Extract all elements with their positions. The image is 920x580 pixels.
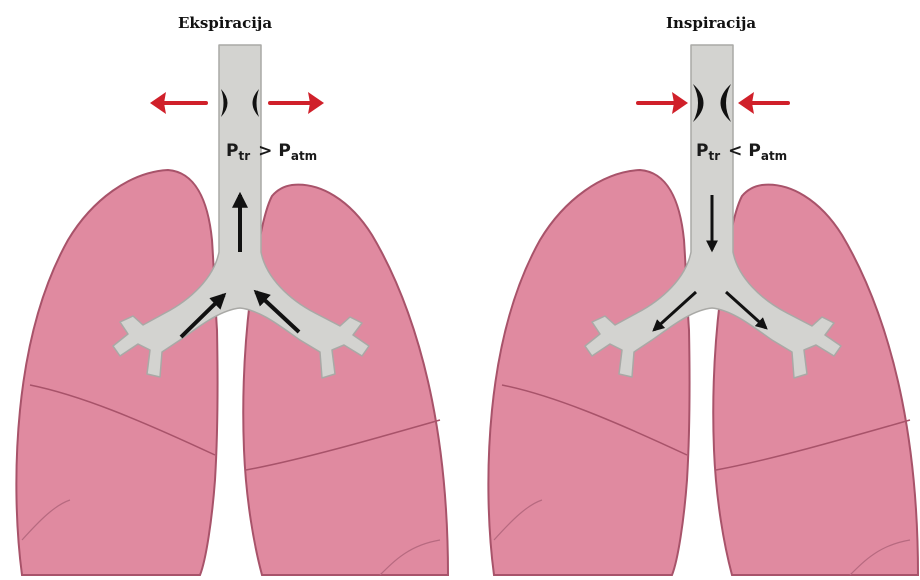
pressure-relation: Ptr > Patm <box>226 141 317 163</box>
inspiration-panel: Inspiracija Ptr < Patm <box>460 0 920 580</box>
atmospheric-pressure-symbol: P <box>748 141 760 161</box>
tracheal-pressure-symbol: P <box>696 141 708 161</box>
inspiration-illustration <box>460 0 920 580</box>
atmospheric-pressure-subscript: atm <box>291 149 317 163</box>
comparison-operator: < <box>728 141 742 161</box>
tracheal-pressure-subscript: tr <box>238 149 250 163</box>
wall-arrow-right <box>738 92 788 114</box>
panel-title: Ekspiracija <box>178 14 272 32</box>
atmospheric-pressure-subscript: atm <box>761 149 787 163</box>
tracheal-pressure-symbol: P <box>226 141 238 161</box>
panel-title: Inspiracija <box>666 14 756 32</box>
wall-arrow-left <box>150 92 206 114</box>
tracheal-pressure-subscript: tr <box>708 149 720 163</box>
expiration-panel: Ekspiracija Ptr > Patm <box>0 0 460 580</box>
expiration-illustration <box>0 0 460 580</box>
wall-arrow-right <box>270 92 324 114</box>
atmospheric-pressure-symbol: P <box>278 141 290 161</box>
right-lung <box>243 185 448 575</box>
pressure-relation: Ptr < Patm <box>696 141 787 163</box>
wall-arrow-left <box>638 92 688 114</box>
comparison-operator: > <box>258 141 272 161</box>
right-lung <box>713 185 918 575</box>
